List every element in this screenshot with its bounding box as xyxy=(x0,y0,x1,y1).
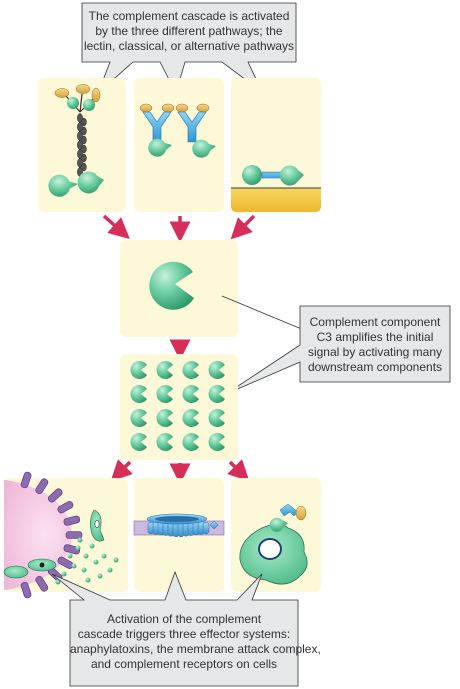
c3-fragment xyxy=(279,165,304,186)
right-callout-line-3: signal by activating many xyxy=(307,345,443,359)
complement-fragment xyxy=(156,409,173,427)
anaphylatoxins-panel xyxy=(3,471,128,599)
top-callout xyxy=(81,2,297,95)
complement-fragment xyxy=(182,433,199,452)
right-callout-text: Complement component C3 amplifies the in… xyxy=(300,315,450,375)
bottom-callout-text: Activation of the complement cascade tri… xyxy=(70,612,321,672)
membrane-segment xyxy=(35,576,49,592)
antibody-1 xyxy=(139,103,175,157)
membrane-segment xyxy=(20,581,32,599)
right-callout-line-1: Complement component xyxy=(309,315,441,329)
bottom-callout-line-4: and complement receptors on cells xyxy=(90,657,278,671)
bottom-callout-line-3: anaphylatoxins, the membrane attack comp… xyxy=(70,642,321,656)
antibody-2 xyxy=(175,103,216,158)
bottom-callout xyxy=(51,570,299,687)
top-callout-line-1: The complement cascade is activated xyxy=(88,9,290,23)
membrane-segment xyxy=(20,471,32,489)
lectin-head-1 xyxy=(54,88,70,98)
membrane-attack-complex-panel xyxy=(133,478,225,592)
complement-receptor-panel xyxy=(231,478,321,592)
right-callout xyxy=(225,305,451,395)
complement-fragment xyxy=(182,384,199,404)
alternative-pathway-panel xyxy=(231,78,321,212)
lectin-chain xyxy=(65,93,95,177)
complement-fragment xyxy=(208,433,225,452)
complement-fragment xyxy=(156,384,173,404)
top-callout-text: The complement cascade is activated by t… xyxy=(82,9,296,54)
c3-large-fragment xyxy=(149,261,194,310)
arrows-to-c3 xyxy=(102,214,256,243)
complement-fragment xyxy=(208,409,225,427)
receptor-bound-complex xyxy=(269,503,307,532)
complement-fragment xyxy=(130,384,147,404)
top-callout-line-2: by the three different pathways; the xyxy=(95,24,283,38)
complement-fragment xyxy=(130,409,147,427)
cell-membrane xyxy=(20,471,83,599)
membrane-segment xyxy=(63,515,81,526)
complement-fragment xyxy=(130,433,147,452)
classical-pathway-panel xyxy=(134,78,224,212)
membrane-segment xyxy=(65,531,83,539)
membrane-segment xyxy=(35,478,49,494)
lectin-pathway-panel xyxy=(38,78,126,212)
membrane-segment xyxy=(47,488,63,503)
complement-fragment-1 xyxy=(48,174,78,197)
fragment-grid xyxy=(130,361,225,452)
top-callout-line-3: lectin, classical, or alternative pathwa… xyxy=(83,39,295,53)
complement-fragment xyxy=(208,361,225,380)
c3-panel xyxy=(120,240,238,337)
complement-fragment xyxy=(156,361,173,380)
complement-fragment xyxy=(182,361,199,380)
lectin-head-2 xyxy=(75,84,91,94)
bottom-callout-line-2: cascade triggers three effector systems: xyxy=(77,627,291,641)
lectin-head-3 xyxy=(91,87,101,103)
phagocyte-nucleus xyxy=(258,538,282,560)
anaphylatoxin-fragments xyxy=(55,537,119,585)
complement-fragment xyxy=(156,433,173,452)
complement-fragment-2 xyxy=(77,171,104,194)
masp-sphere-2 xyxy=(83,99,95,111)
c3-pointer-line xyxy=(221,295,305,331)
right-callout-line-2: C3 amplifies the initial xyxy=(316,330,434,344)
right-callout-line-4: downstream components xyxy=(307,360,443,374)
bottom-callout-line-1: Activation of the complement xyxy=(106,612,262,626)
arrows-to-effectors xyxy=(110,459,250,485)
complement-fragment xyxy=(208,384,225,404)
masp-sphere-1 xyxy=(67,97,79,109)
pathogen-surface xyxy=(231,188,321,212)
membrane-segment xyxy=(57,501,74,514)
amplification-panel xyxy=(120,354,238,460)
c3b-sphere xyxy=(242,165,262,185)
complement-fragment xyxy=(182,409,199,427)
mac-opening xyxy=(155,516,199,522)
complement-fragment xyxy=(130,361,147,380)
effector-cells xyxy=(3,509,105,579)
mac-subunit xyxy=(202,522,210,534)
mac-pore xyxy=(146,513,210,537)
